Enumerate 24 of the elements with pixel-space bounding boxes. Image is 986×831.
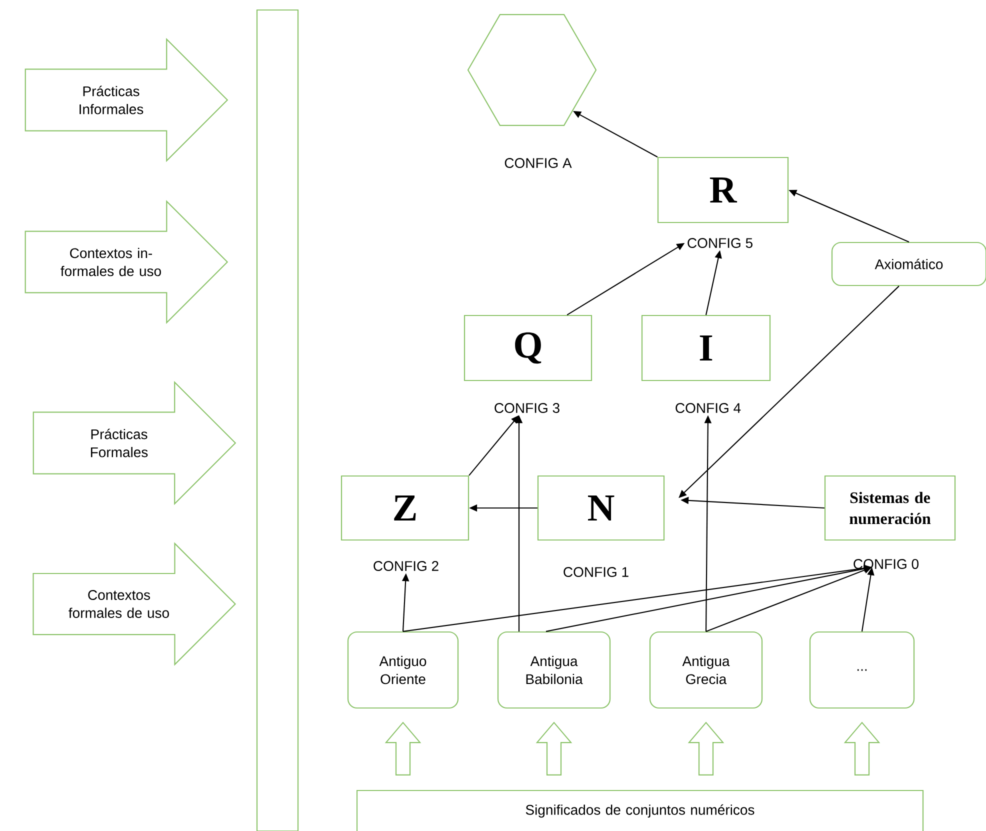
set-box: I xyxy=(641,314,771,382)
config-label: CONFIG 2 xyxy=(374,561,438,571)
vertical-bar xyxy=(256,9,299,831)
block-arrow xyxy=(844,722,880,776)
config-label: CONFIG 3 xyxy=(494,403,560,413)
rounded-box: Axiomático xyxy=(831,242,986,286)
rounded-box: ... xyxy=(809,631,915,709)
rounded-box: Antiguo Oriente xyxy=(347,631,459,709)
process-box: Sistemas de numeración xyxy=(824,475,956,541)
set-box: Q xyxy=(464,314,592,382)
config-label: CONFIG 1 xyxy=(564,567,628,577)
rounded-box: Antigua Babilonia xyxy=(497,631,611,709)
rounded-box: Antigua Grecia xyxy=(649,631,763,709)
process-box: Significados de conjuntos numéricos xyxy=(356,790,924,831)
block-arrow xyxy=(384,722,422,776)
config-label: CONFIG A xyxy=(504,158,572,168)
set-box: N xyxy=(537,475,665,541)
config-label: CONFIG 4 xyxy=(676,403,741,413)
hexagon xyxy=(467,14,597,126)
block-arrow xyxy=(688,722,724,776)
set-box: Z xyxy=(340,475,470,541)
set-box: R xyxy=(657,156,789,224)
config-label: CONFIG 5 xyxy=(688,238,752,248)
block-arrow xyxy=(536,722,572,776)
